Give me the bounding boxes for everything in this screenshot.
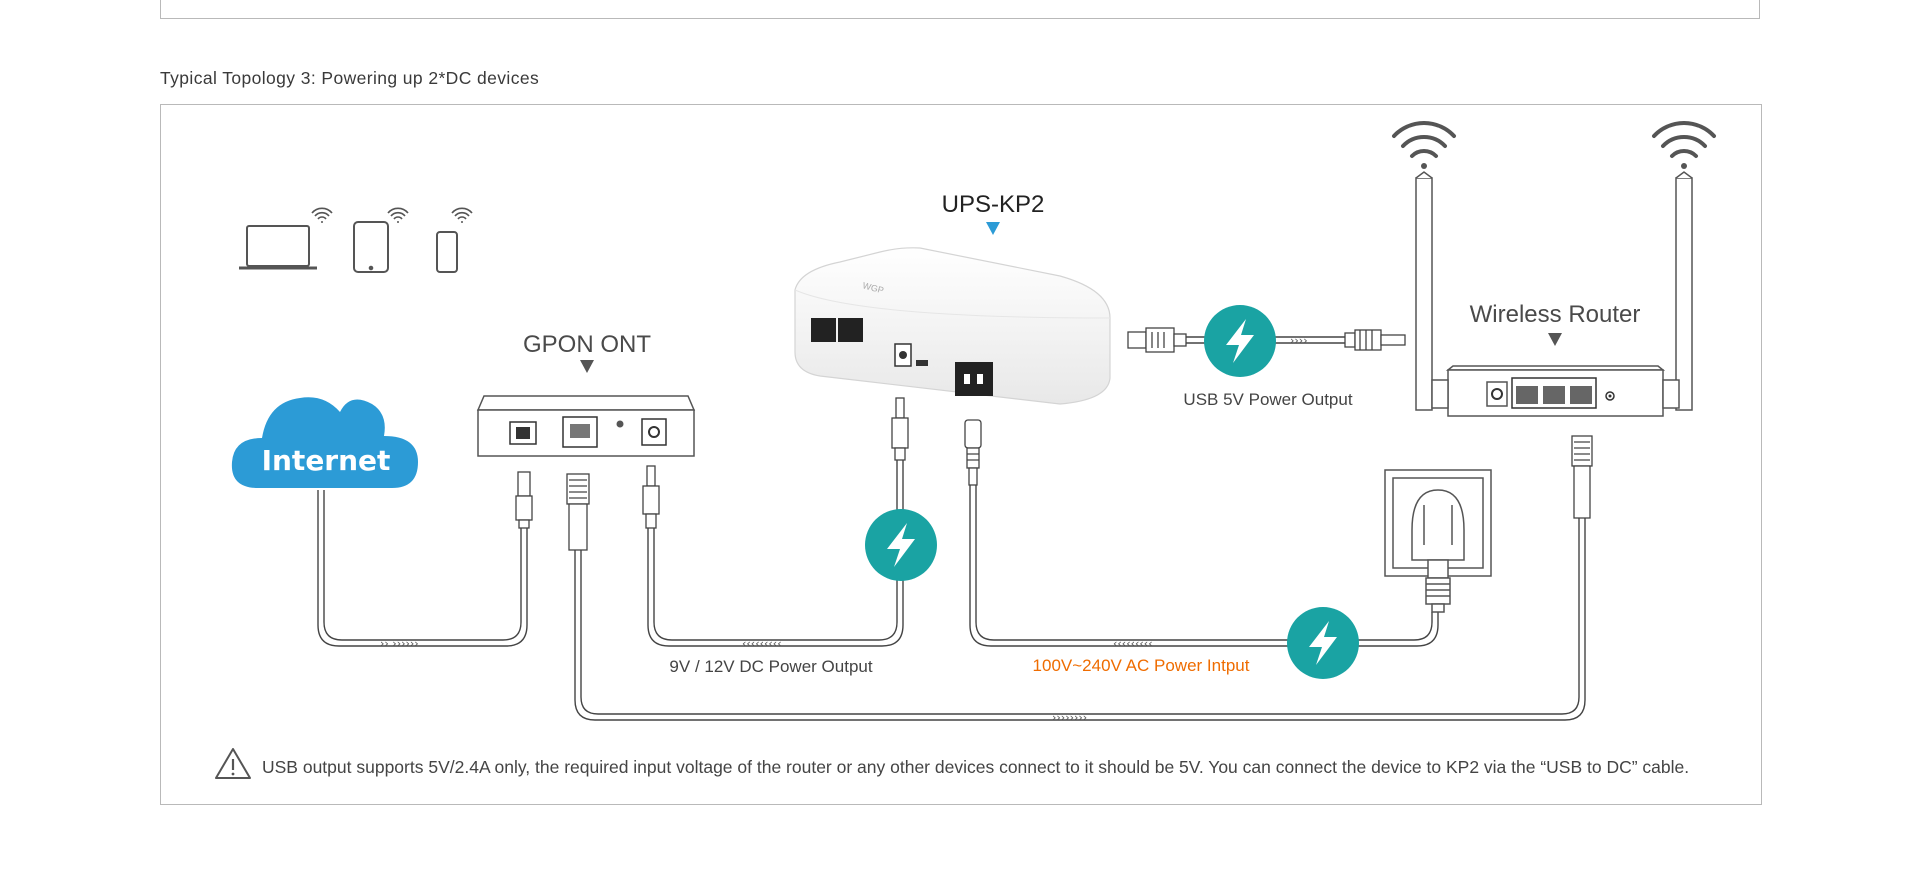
dc-plug <box>642 465 660 529</box>
internet-label: Internet <box>262 444 391 477</box>
lightning-icon <box>1204 305 1276 377</box>
ups-pointer <box>986 222 1000 235</box>
router-pointer <box>1548 333 1562 346</box>
lightning-icon <box>1287 607 1359 679</box>
internet-flow-marker: ›› ›››››› <box>380 637 419 650</box>
wifi-icon <box>387 207 409 224</box>
power-plug-icon <box>964 419 982 486</box>
lightning-icon <box>865 509 937 581</box>
usb-flow-marker: ›››› <box>1290 334 1308 347</box>
fiber-connector <box>515 471 533 529</box>
wifi-icon <box>311 207 333 224</box>
dc-output-label: 9V / 12V DC Power Output <box>669 657 872 676</box>
wifi-icon <box>1652 121 1716 169</box>
laptop-icon <box>239 225 317 270</box>
dc-plug <box>1344 329 1406 351</box>
gpon-label: GPON ONT <box>523 331 651 358</box>
tablet-icon <box>353 221 389 273</box>
wifi-icon <box>451 207 473 224</box>
ac-input-label: 100V~240V AC Power Intput <box>1033 656 1250 675</box>
wireless-router-device <box>1415 171 1693 417</box>
dc-flow-marker: ‹‹‹‹‹‹‹‹‹ <box>742 637 782 650</box>
wall-socket-icon <box>1384 469 1492 613</box>
previous-section-frame <box>160 0 1760 19</box>
ups-kp2-device: WGP <box>794 247 1111 405</box>
ethernet-plug <box>566 473 590 551</box>
ac-flow-marker: ‹‹‹‹‹‹‹‹‹ <box>1113 637 1153 650</box>
usb-connector <box>1127 327 1187 353</box>
router-label: Wireless Router <box>1470 301 1641 328</box>
gpon-ont-device <box>476 395 696 457</box>
ethernet-plug <box>1571 435 1593 519</box>
gpon-pointer <box>580 360 594 373</box>
usb-output-label: USB 5V Power Output <box>1183 390 1352 409</box>
ups-label: UPS-KP2 <box>942 191 1045 218</box>
diagram-frame <box>160 104 1762 805</box>
phone-icon <box>436 231 458 273</box>
wifi-icon <box>1392 121 1456 169</box>
internet-cloud: Internet <box>231 397 418 488</box>
usb-note: USB output supports 5V/2.4A only, the re… <box>262 757 1689 777</box>
warning-icon <box>215 748 251 779</box>
section-title: Typical Topology 3: Powering up 2*DC dev… <box>160 68 540 88</box>
dc-plug <box>891 397 909 461</box>
lan-flow-marker: ›››››››› <box>1052 711 1087 724</box>
